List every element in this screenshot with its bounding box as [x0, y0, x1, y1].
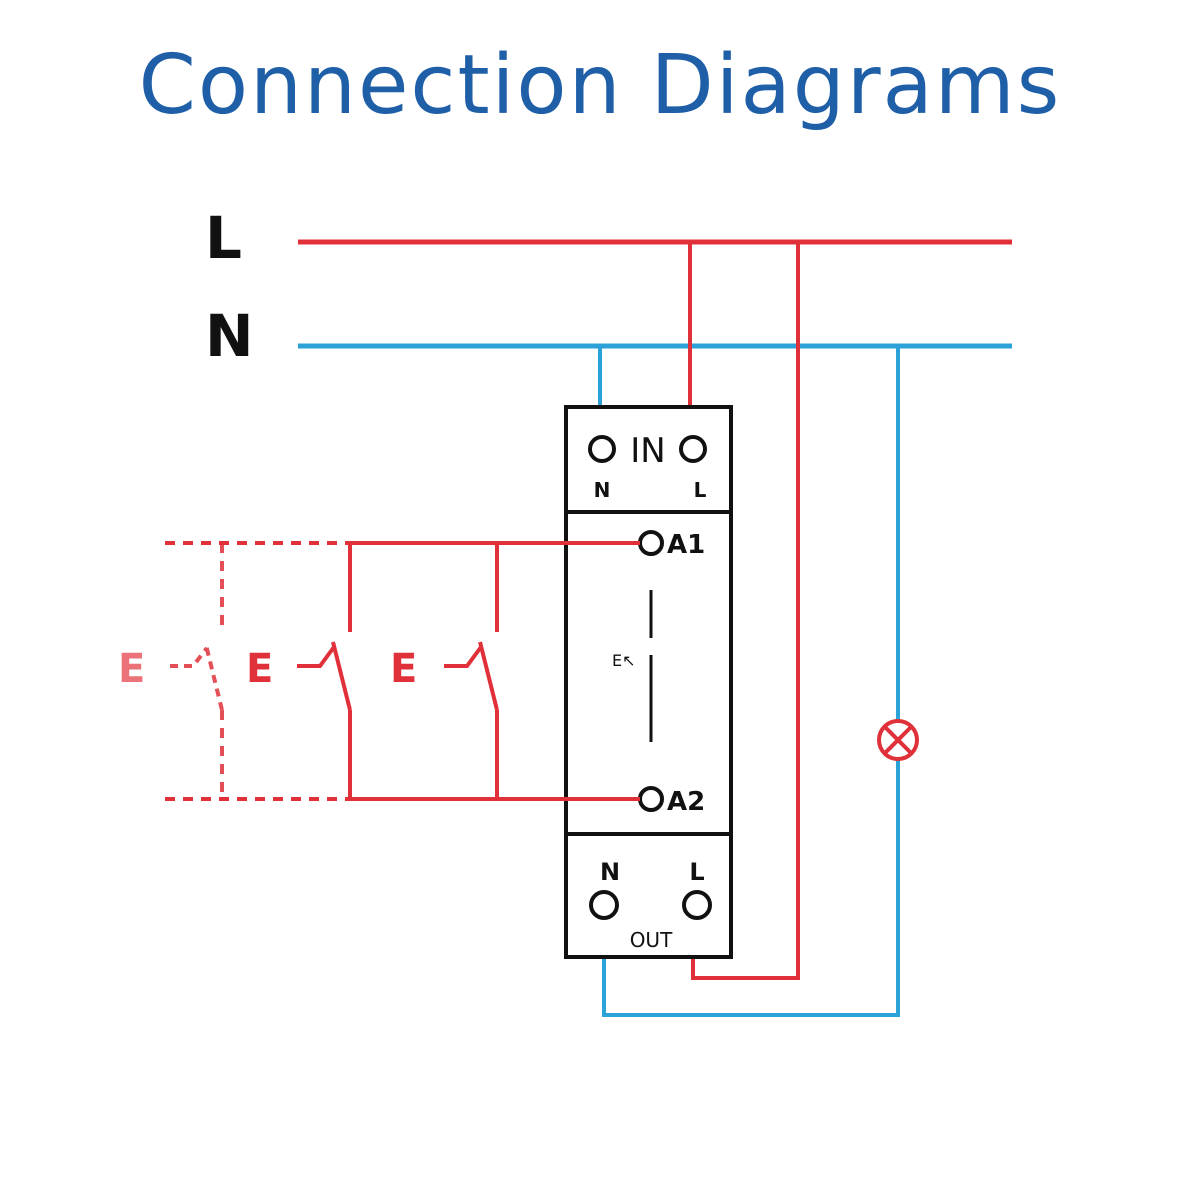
a1-terminal	[638, 530, 664, 556]
lamp-icon	[877, 719, 919, 761]
in-neutral-label: N	[594, 478, 611, 502]
live-line-label: L	[205, 204, 242, 272]
push-button-switch-1: E	[246, 543, 352, 799]
a2-terminal	[638, 786, 664, 812]
in-label: IN	[630, 431, 665, 471]
neutral-line-label: N	[205, 302, 254, 370]
coil-label: E↖	[612, 651, 636, 670]
optional-push-button-switch: E	[118, 543, 224, 799]
lamp-return-wire	[602, 760, 900, 1017]
in-live-label: L	[694, 478, 707, 502]
diagram-title: Connection Diagrams	[138, 38, 1062, 133]
out-neutral-terminal	[589, 890, 619, 920]
out-neutral-label: N	[600, 858, 620, 886]
out-label: OUT	[630, 928, 673, 952]
a2-label: A2	[667, 787, 705, 817]
optional-switch-label: E	[118, 646, 145, 692]
relay-module: IN N L A1 A2 E↖ N L OUT	[564, 405, 733, 959]
relay-module-body	[564, 405, 733, 959]
a1-label: A1	[667, 530, 705, 560]
in-live-terminal	[679, 435, 707, 463]
switch-2-label: E	[390, 646, 417, 692]
switch-1-label: E	[246, 646, 273, 692]
out-live-label: L	[689, 858, 704, 886]
out-live-terminal	[682, 890, 712, 920]
in-neutral-terminal	[588, 435, 616, 463]
push-button-switch-2: E	[390, 543, 499, 799]
